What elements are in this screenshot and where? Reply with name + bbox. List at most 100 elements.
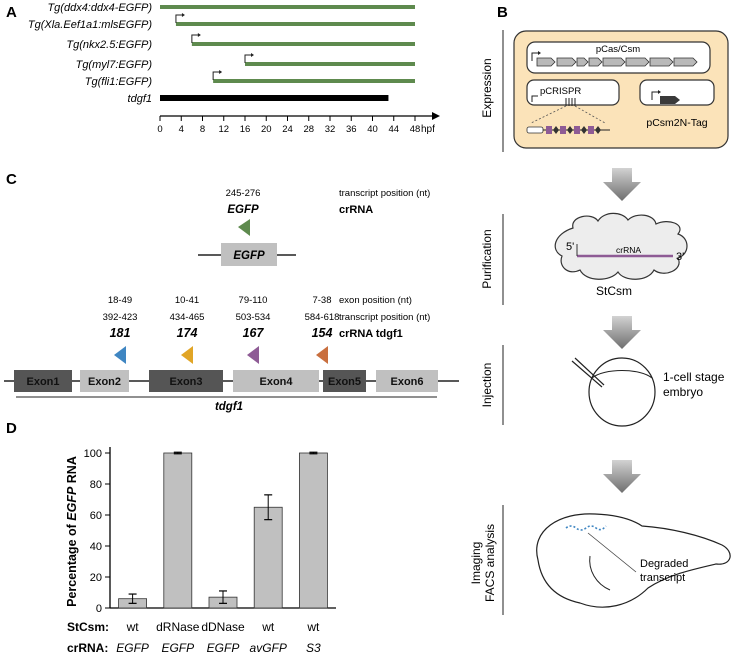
category-crrna-1: EGFP	[161, 641, 194, 655]
legend-transcript-position-2: transcript position (nt)	[339, 312, 430, 323]
category-crrna-3: avGFP	[250, 641, 287, 655]
crrna-marker-icon-1	[181, 346, 193, 364]
exon-box-2	[80, 370, 129, 392]
egfp-box	[221, 243, 277, 266]
degraded-pointer-line	[587, 532, 637, 573]
five-prime-label: 5'	[566, 241, 574, 253]
bar-4	[298, 452, 328, 609]
category-crrna-4: S3	[306, 641, 321, 655]
crrna-exon-pos-0: 18-49	[108, 295, 132, 306]
y-tick-label-3: 60	[90, 510, 102, 522]
injection-needle-b	[574, 357, 605, 386]
exon-box-1	[14, 370, 72, 392]
larva-outline	[536, 513, 731, 608]
degraded-label-line2: transcript	[640, 572, 685, 584]
panel-a-label: A	[6, 4, 17, 21]
panel-d-label: D	[6, 420, 17, 437]
step-label-injection: Injection	[480, 363, 494, 408]
flow-arrow-3-icon	[603, 460, 641, 493]
crispr-array-detail	[526, 126, 610, 134]
larva-yolk-line	[589, 555, 611, 591]
category-stcsm-3: wt	[261, 620, 275, 634]
track-promoter-arrowhead-icon-3	[251, 53, 254, 57]
three-prime-label: 3'	[676, 251, 684, 263]
track-label-1: Tg(Xla.Eef1a1:mlsEGFP)	[28, 19, 152, 31]
track-promoter-arrowhead-icon-1	[181, 13, 185, 17]
crrna-name-0: 181	[110, 326, 131, 340]
time-tick-label-2: 8	[200, 124, 205, 135]
category-stcsm-2: dDNase	[201, 620, 245, 634]
track-bar-0	[160, 5, 415, 9]
track-promoter-icon-3	[244, 54, 253, 63]
track-bar-3	[245, 62, 415, 66]
time-tick-label-12: 48	[410, 124, 421, 135]
embryo-blastodisc-line	[591, 370, 653, 379]
crrna-marker-icon-0	[114, 346, 126, 364]
row-label-crrna: crRNA:	[67, 641, 108, 655]
flow-arrow-1-icon	[603, 168, 641, 201]
time-tick-label-9: 36	[346, 124, 357, 135]
step-label-imaging: Imaging	[469, 542, 483, 585]
tdgf1-crrna-group: 18-49392-42318110-41434-46517479-110503-…	[103, 295, 340, 364]
stcsm-label: StCsm	[596, 284, 632, 298]
step-label-facs: FACS analysis	[483, 524, 497, 602]
egfp-crrna-marker-icon	[238, 219, 250, 236]
injection-needle-a	[571, 360, 603, 388]
crrna-name-1: 174	[177, 326, 198, 340]
track-promoter-icon-1	[175, 14, 184, 23]
exon-box-4	[233, 370, 319, 392]
exon-label-1: Exon1	[26, 376, 59, 388]
pcas-promoter-arrowhead-icon	[538, 51, 541, 55]
flow-arrow-2-icon	[603, 316, 641, 349]
exon-label-4: Exon4	[259, 376, 293, 388]
exon-label-6: Exon6	[390, 376, 423, 388]
panel-c-label: C	[6, 171, 17, 188]
track-promoter-arrowhead-icon-2	[197, 33, 201, 37]
crrna-marker-icon-2	[247, 346, 259, 364]
pcrispr-plasmid	[526, 79, 620, 106]
egfp-crrna-position: 245-276	[226, 188, 261, 199]
legend-crrna: crRNA	[339, 204, 373, 216]
pcas-label: pCas/Csm	[596, 44, 640, 55]
track-label-2: Tg(nkx2.5:EGFP)	[66, 39, 152, 51]
pcsm2n-gene-arrow	[660, 96, 680, 104]
degraded-label-line1: Degraded	[640, 558, 688, 570]
pcsm2n-label: pCsm2N-Tag	[646, 117, 707, 129]
panel-b-label: B	[497, 4, 508, 21]
exon-label-5: Exon5	[328, 376, 361, 388]
time-tick-label-8: 32	[325, 124, 336, 135]
tdgf1-gene-label: tdgf1	[215, 401, 243, 413]
pcsm2n-promoter-arrowhead-icon	[658, 90, 661, 94]
pcsm2n-plasmid	[639, 79, 715, 106]
crrna-exon-pos-3: 7-38	[312, 295, 331, 306]
track-label-0: Tg(ddx4:ddx4-EGFP)	[47, 2, 152, 14]
time-tick-label-11: 44	[388, 124, 399, 135]
stcsm-complex-shape	[554, 212, 688, 280]
category-stcsm-0: wt	[126, 620, 140, 634]
crrna-name-3: 154	[312, 326, 333, 340]
time-axis-arrowhead-icon	[432, 112, 440, 120]
track-label-5: tdgf1	[128, 93, 152, 105]
pcrispr-array-ticks	[565, 98, 576, 106]
exon-group: Exon1 Exon2 Exon3 Exon4 Exon5 Exon6	[14, 370, 438, 392]
zoom-line-right	[574, 105, 606, 124]
time-tick-label-5: 20	[261, 124, 272, 135]
crrna-tx-pos-0: 392-423	[103, 312, 138, 323]
legend-crrna-tdgf1: crRNA tdgf1	[339, 328, 403, 340]
y-tick-label-1: 20	[90, 572, 102, 584]
embryo-label-line1: 1-cell stage	[663, 370, 725, 384]
category-crrna-2: EGFP	[207, 641, 240, 655]
crrna-exon-pos-2: 79-110	[239, 295, 268, 306]
exon-label-3: Exon3	[169, 376, 202, 388]
panel-a-timeline: Tg(ddx4:ddx4-EGFP) Tg(Xla.Eef1a1:mlsEGFP)…	[28, 2, 440, 135]
y-tick-label-2: 40	[90, 541, 102, 553]
crrna-tx-pos-3: 584-618	[305, 312, 340, 323]
time-tick-label-6: 24	[282, 124, 293, 135]
time-unit-label: hpf	[421, 124, 435, 135]
egfp-box-label: EGFP	[233, 250, 265, 262]
exon-label-2: Exon2	[88, 376, 121, 388]
time-tick-label-3: 12	[218, 124, 229, 135]
bar-3	[253, 506, 283, 609]
category-crrna-0: EGFP	[116, 641, 149, 655]
